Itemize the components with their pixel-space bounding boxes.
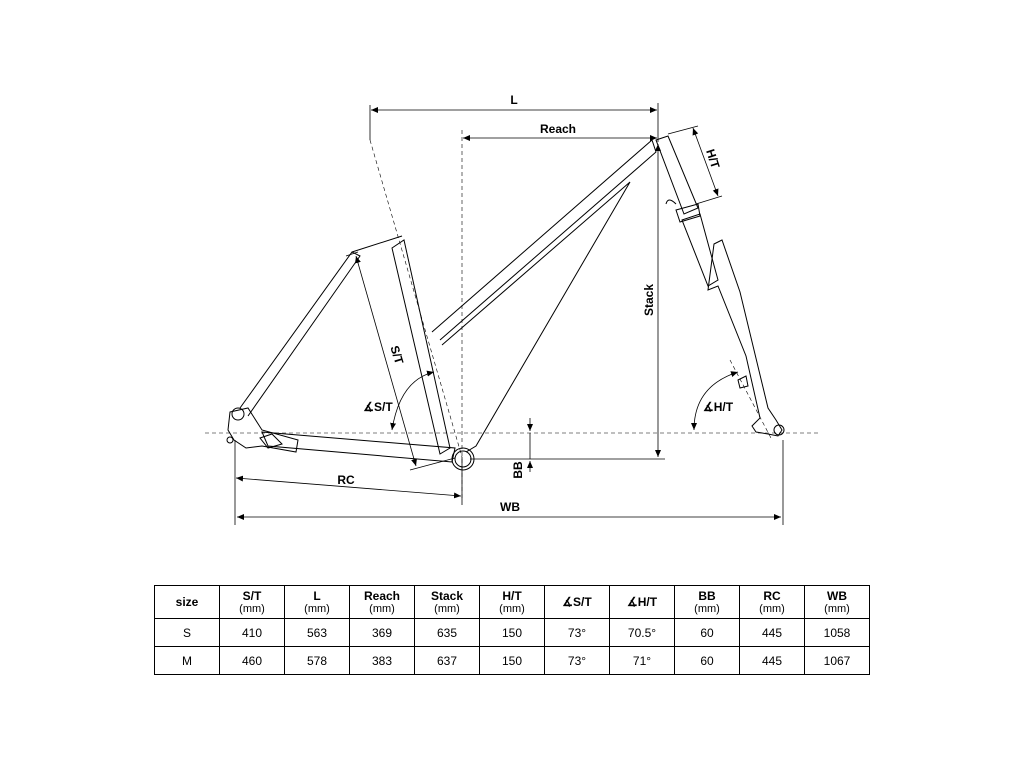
cell-l: 578 <box>284 646 350 675</box>
table-row: S 410 563 369 635 150 73° 70.5° 60 445 1… <box>154 618 870 647</box>
header-stack: Stack(mm) <box>414 585 480 619</box>
dimension-labels: L Reach H/T Stack S/T ∡S/T ∡H/T BB RC WB <box>337 93 733 514</box>
bike-frame <box>226 135 785 471</box>
cell-ht: 150 <box>479 618 545 647</box>
cell-ht-angle: 70.5° <box>609 618 675 647</box>
geometry-table: size S/T(mm) L(mm) Reach(mm) Stack(mm) H… <box>154 585 870 675</box>
st-dimension <box>355 255 417 467</box>
geometry-diagram: L Reach H/T Stack S/T ∡S/T ∡H/T BB RC WB <box>205 93 820 525</box>
cell-reach: 383 <box>349 646 415 675</box>
cell-stack: 637 <box>414 646 480 675</box>
label-ht: H/T <box>703 147 722 170</box>
label-l: L <box>510 93 517 107</box>
label-wb: WB <box>500 500 520 514</box>
label-ht-angle: ∡H/T <box>703 400 734 414</box>
header-l: L(mm) <box>284 585 350 619</box>
cell-l: 563 <box>284 618 350 647</box>
cell-st-angle: 73° <box>544 618 610 647</box>
label-rc: RC <box>337 473 355 487</box>
cell-rc: 445 <box>739 618 805 647</box>
label-st-angle: ∡S/T <box>363 400 393 414</box>
cell-st: 410 <box>219 618 285 647</box>
cell-stack: 635 <box>414 618 480 647</box>
cell-st: 460 <box>219 646 285 675</box>
cell-wb: 1067 <box>804 646 870 675</box>
cell-size: M <box>154 646 220 675</box>
cell-ht: 150 <box>479 646 545 675</box>
header-bb: BB(mm) <box>674 585 740 619</box>
label-bb: BB <box>511 461 525 479</box>
dimension-lines <box>235 107 781 520</box>
header-st: S/T(mm) <box>219 585 285 619</box>
cell-st-angle: 73° <box>544 646 610 675</box>
cell-bb: 60 <box>674 618 740 647</box>
table-row: M 460 578 383 637 150 73° 71° 60 445 106… <box>154 646 870 675</box>
header-ht: H/T(mm) <box>479 585 545 619</box>
reference-lines <box>205 103 820 525</box>
st-angle-arc <box>390 370 435 431</box>
header-wb: WB(mm) <box>804 585 870 619</box>
cell-bb: 60 <box>674 646 740 675</box>
cell-ht-angle: 71° <box>609 646 675 675</box>
label-stack: Stack <box>642 284 656 316</box>
ht-angle-arc <box>691 371 739 431</box>
table-header-row: size S/T(mm) L(mm) Reach(mm) Stack(mm) H… <box>154 585 870 619</box>
header-ht-angle: ∡H/T <box>609 585 675 619</box>
cell-size: S <box>154 618 220 647</box>
cell-reach: 369 <box>349 618 415 647</box>
header-st-angle: ∡S/T <box>544 585 610 619</box>
cell-rc: 445 <box>739 646 805 675</box>
label-st: S/T <box>387 344 406 367</box>
header-reach: Reach(mm) <box>349 585 415 619</box>
header-size: size <box>154 585 220 619</box>
cell-wb: 1058 <box>804 618 870 647</box>
header-rc: RC(mm) <box>739 585 805 619</box>
rc-dimension <box>235 475 462 499</box>
label-reach: Reach <box>540 122 576 136</box>
ht-dimension <box>692 127 719 197</box>
